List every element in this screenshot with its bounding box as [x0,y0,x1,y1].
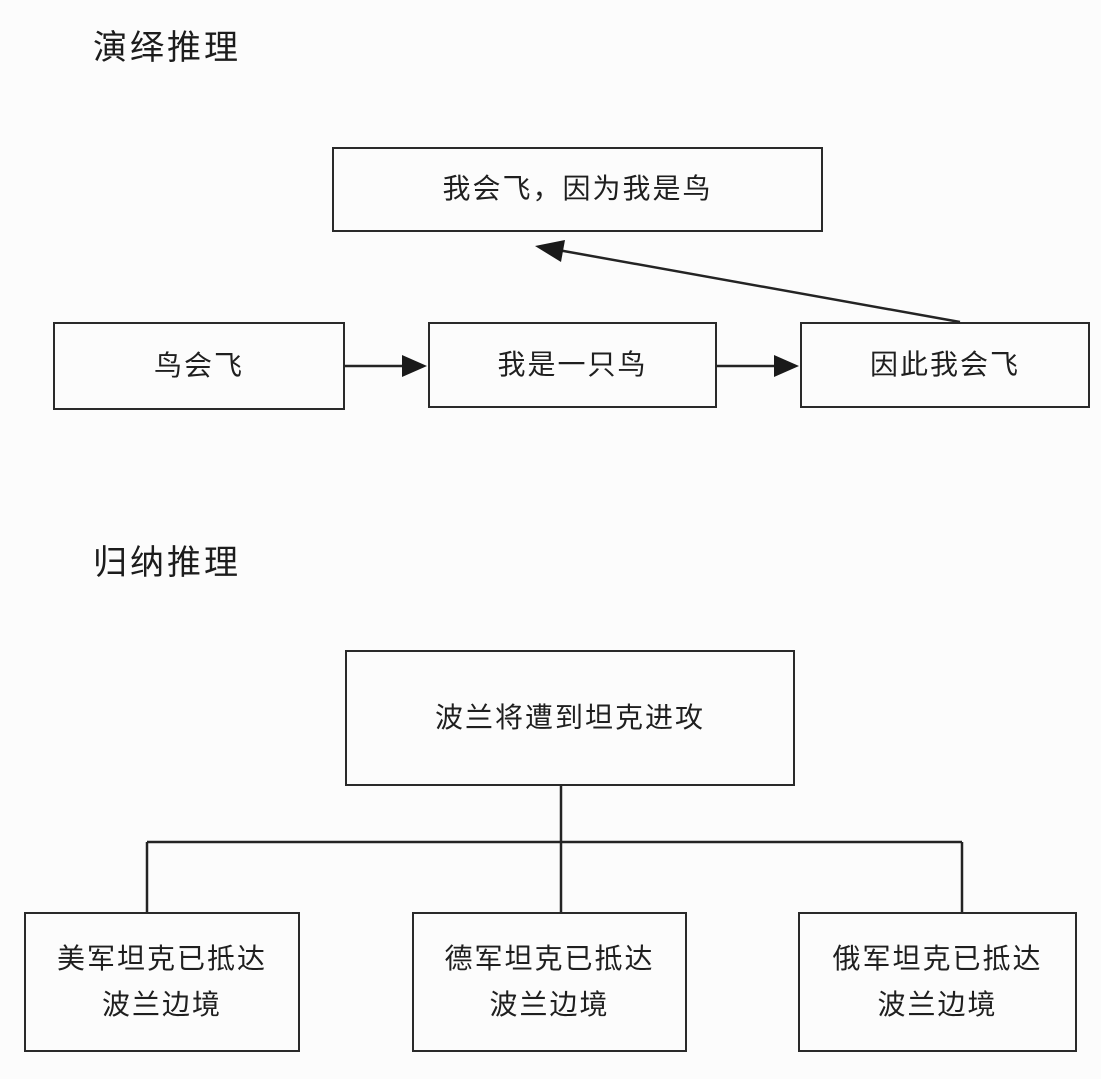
inductive-observation-3-line-1: 俄军坦克已抵达 [832,942,1043,974]
deductive-conclusion-box: 我会飞，因为我是鸟 [332,147,823,232]
deductive-premise-label-2: 我是一只鸟 [497,348,648,380]
arrowhead-premise2-to-premise3-icon [774,355,799,377]
inductive-observation-2-line-1: 德军坦克已抵达 [444,942,655,974]
deductive-premise-box-2: 我是一只鸟 [428,322,717,408]
inductive-observation-1-line-1: 美军坦克已抵达 [56,942,267,974]
deductive-premise-label-3: 因此我会飞 [869,348,1020,380]
inductive-conclusion-label: 波兰将遭到坦克进攻 [434,701,705,733]
inductive-observation-box-3: 俄军坦克已抵达 波兰边境 [798,912,1077,1052]
deductive-premise-box-1: 鸟会飞 [53,322,345,410]
deductive-conclusion-label: 我会飞，因为我是鸟 [442,173,713,205]
inductive-observation-box-2: 德军坦克已抵达 波兰边境 [412,912,687,1052]
arrowhead-premise3-to-conclusion-icon [535,240,565,262]
deductive-premise-box-3: 因此我会飞 [800,322,1090,408]
deductive-premise-label-1: 鸟会飞 [153,349,244,381]
deductive-section-title: 演绎推理 [93,29,241,67]
inductive-observation-2-line-2: 波兰边境 [489,989,610,1020]
inductive-observation-3-line-2: 波兰边境 [877,989,998,1020]
inductive-section-title: 归纳推理 [93,544,241,582]
arrow-premise3-to-conclusion [557,248,961,324]
inductive-observation-box-1: 美军坦克已抵达 波兰边境 [24,912,300,1052]
inductive-conclusion-box: 波兰将遭到坦克进攻 [345,650,795,786]
inductive-observation-1-line-2: 波兰边境 [101,989,222,1020]
arrowhead-premise1-to-premise2-icon [402,355,427,377]
